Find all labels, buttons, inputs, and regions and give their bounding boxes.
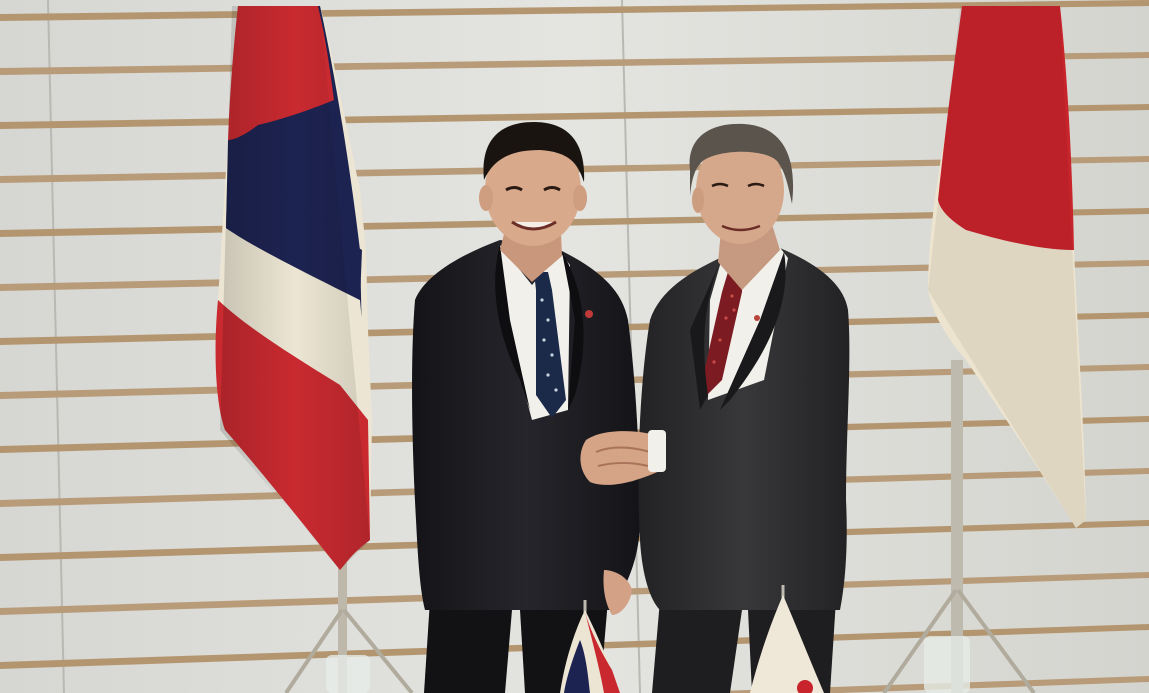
small-table-flags [326,585,970,693]
handshake [580,430,666,485]
man-left [412,122,640,693]
thai-flag-stand [284,540,414,693]
thai-flag [215,6,372,570]
japanese-flag [927,6,1086,528]
japanese-flag-stand [882,360,1036,693]
